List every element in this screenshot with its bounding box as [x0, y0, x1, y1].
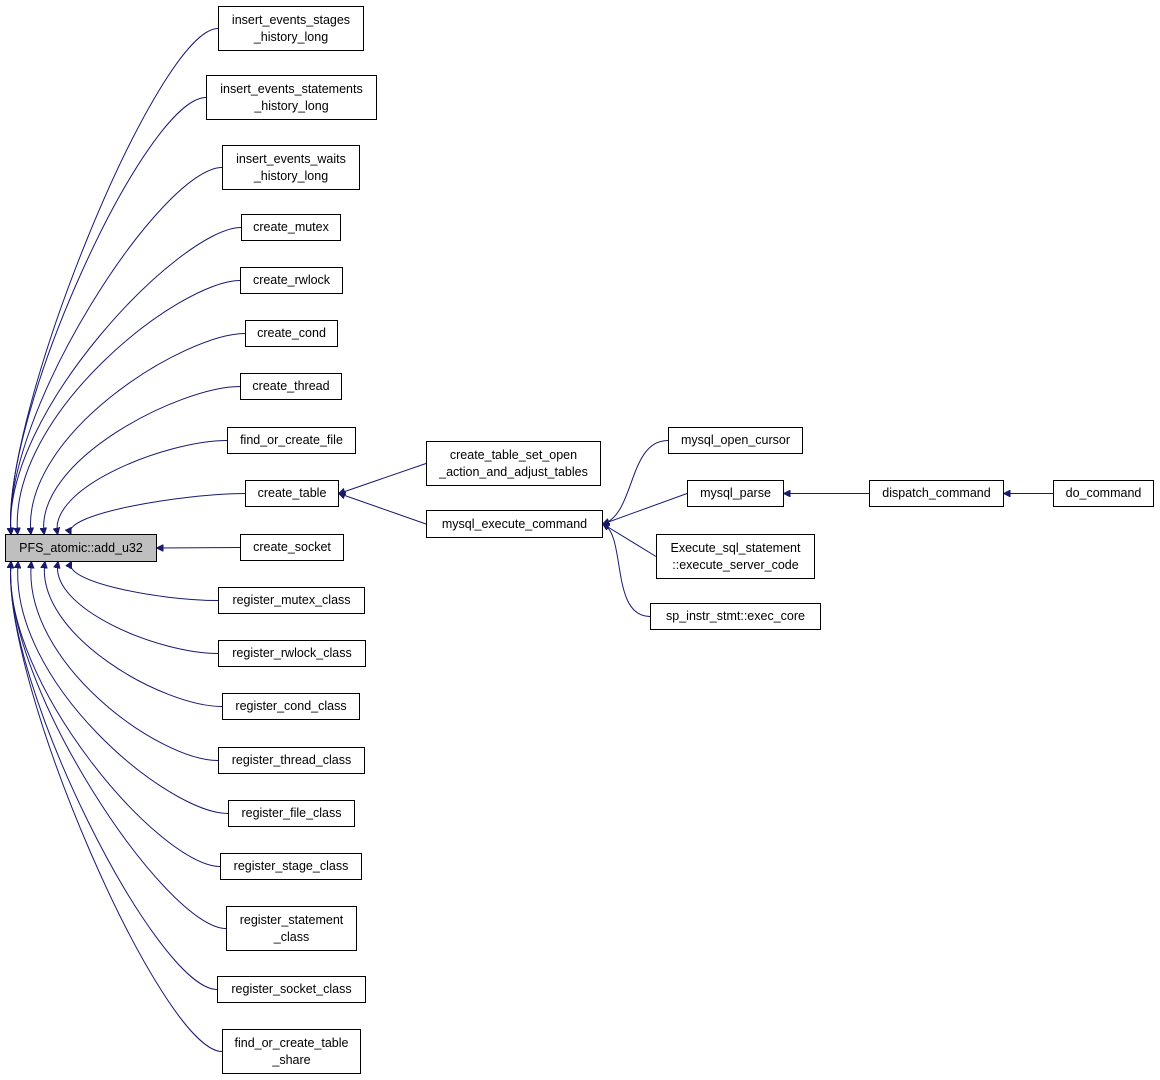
- node-do-command[interactable]: do_command: [1053, 480, 1154, 507]
- edge-find_or_create_file-to-root: [57, 440, 228, 535]
- edge-exec_core-to-mysql_execute_command: [603, 524, 651, 617]
- node-label: register_cond_class: [235, 699, 347, 713]
- edge-create_table-to-root: [70, 493, 246, 535]
- node-label: register_socket_class: [231, 982, 352, 996]
- node-label: register_mutex_class: [232, 593, 351, 607]
- node-label: register_thread_class: [231, 753, 352, 767]
- node-label: create_rwlock: [252, 273, 331, 287]
- node-register-cond-class[interactable]: register_cond_class: [222, 693, 360, 720]
- node-label: register_file_class: [241, 806, 342, 820]
- node-label: create_cond: [257, 326, 326, 340]
- edge-mysql_execute_command-to-create_table: [339, 494, 427, 525]
- edge-register_rwlock_class-to-root: [57, 562, 219, 654]
- node-create-mutex[interactable]: create_mutex: [241, 214, 341, 241]
- edge-register_mutex_class-to-root: [71, 562, 219, 601]
- edge-create_thread-to-root: [44, 386, 241, 535]
- edge-mysql_parse-to-mysql_execute_command: [603, 493, 688, 525]
- node-sp-instr-stmt-exec-core[interactable]: sp_instr_stmt::exec_core: [650, 603, 821, 630]
- node-label: create_thread: [252, 379, 330, 393]
- node-label: sp_instr_stmt::exec_core: [666, 609, 805, 623]
- edge-register_file_class-to-root: [18, 562, 229, 814]
- node-mysql-parse[interactable]: mysql_parse: [687, 480, 784, 507]
- node-register-socket-class[interactable]: register_socket_class: [217, 976, 366, 1003]
- edge-mysql_open_cursor-to-mysql_execute_command: [603, 440, 669, 525]
- node-insert-events-statements-history-long[interactable]: insert_events_statements _history_long: [206, 75, 377, 120]
- node-label: create_table: [257, 486, 327, 500]
- node-label: dispatch_command: [882, 486, 991, 500]
- node-label: insert_events_statements _history_long: [220, 81, 363, 113]
- edge-register_cond_class-to-root: [44, 562, 223, 707]
- node-label: register_rwlock_class: [232, 646, 352, 660]
- node-mysql-execute-command[interactable]: mysql_execute_command: [426, 510, 603, 538]
- edge-create_socket-to-root: [157, 548, 241, 549]
- edge-register_statement_class-to-root: [11, 562, 227, 929]
- node-label: mysql_parse: [700, 486, 771, 500]
- node-label: PFS_atomic::add_u32: [19, 540, 143, 555]
- edge-register_thread_class-to-root: [31, 562, 219, 761]
- node-insert-events-stages-history-long[interactable]: insert_events_stages _history_long: [218, 6, 364, 51]
- node-register-rwlock-class[interactable]: register_rwlock_class: [218, 640, 366, 667]
- node-register-stage-class[interactable]: register_stage_class: [220, 853, 362, 880]
- node-label: Execute_sql_statement ::execute_server_c…: [670, 540, 801, 572]
- node-find-or-create-table-share[interactable]: find_or_create_table _share: [222, 1029, 361, 1074]
- node-register-thread-class[interactable]: register_thread_class: [218, 747, 365, 774]
- edge-create_mutex-to-root: [11, 227, 242, 535]
- edge-insert_events_waits_history_long-to-root: [11, 167, 223, 535]
- node-label: find_or_create_file: [240, 433, 343, 447]
- edge-register_stage_class-to-root: [11, 562, 221, 867]
- node-create-cond[interactable]: create_cond: [245, 320, 338, 347]
- node-label: register_statement _class: [239, 912, 344, 944]
- node-label: insert_events_stages _history_long: [231, 12, 351, 44]
- node-label: do_command: [1065, 486, 1142, 500]
- node-pfs-atomic-add-u32: PFS_atomic::add_u32: [5, 534, 157, 562]
- edge-find_or_create_table_share-to-root: [11, 562, 223, 1052]
- edge-insert_events_statements_history_long-to-root: [11, 97, 207, 535]
- node-insert-events-waits-history-long[interactable]: insert_events_waits _history_long: [222, 145, 360, 190]
- node-execute-sql-statement-execute-server-code[interactable]: Execute_sql_statement ::execute_server_c…: [656, 534, 815, 579]
- node-label: create_table_set_open _action_and_adjust…: [439, 447, 588, 479]
- node-create-socket[interactable]: create_socket: [240, 534, 344, 561]
- node-label: create_mutex: [253, 220, 329, 234]
- node-register-mutex-class[interactable]: register_mutex_class: [218, 587, 365, 614]
- node-label: mysql_execute_command: [441, 516, 588, 531]
- node-create-table-set-open-action-and-adjust-tables[interactable]: create_table_set_open _action_and_adjust…: [426, 441, 601, 486]
- node-create-rwlock[interactable]: create_rwlock: [240, 267, 343, 294]
- edge-create_table_set_open_action_and_adjust_tables-to-create_table: [339, 463, 427, 494]
- node-dispatch-command[interactable]: dispatch_command: [869, 480, 1004, 507]
- node-register-statement-class[interactable]: register_statement _class: [226, 906, 357, 951]
- node-label: register_stage_class: [233, 859, 349, 873]
- node-find-or-create-file[interactable]: find_or_create_file: [227, 427, 356, 454]
- node-label: insert_events_waits _history_long: [236, 151, 346, 183]
- node-label: find_or_create_table _share: [234, 1035, 349, 1067]
- node-register-file-class[interactable]: register_file_class: [228, 800, 355, 827]
- node-label: create_socket: [253, 540, 331, 554]
- node-create-thread[interactable]: create_thread: [240, 373, 342, 400]
- edge-execute_server_code-to-mysql_execute_command: [603, 524, 657, 557]
- node-label: mysql_open_cursor: [680, 433, 791, 447]
- edge-create_cond-to-root: [30, 333, 246, 535]
- node-create-table[interactable]: create_table: [245, 480, 339, 507]
- edge-create_rwlock-to-root: [17, 280, 241, 535]
- node-mysql-open-cursor[interactable]: mysql_open_cursor: [668, 427, 803, 454]
